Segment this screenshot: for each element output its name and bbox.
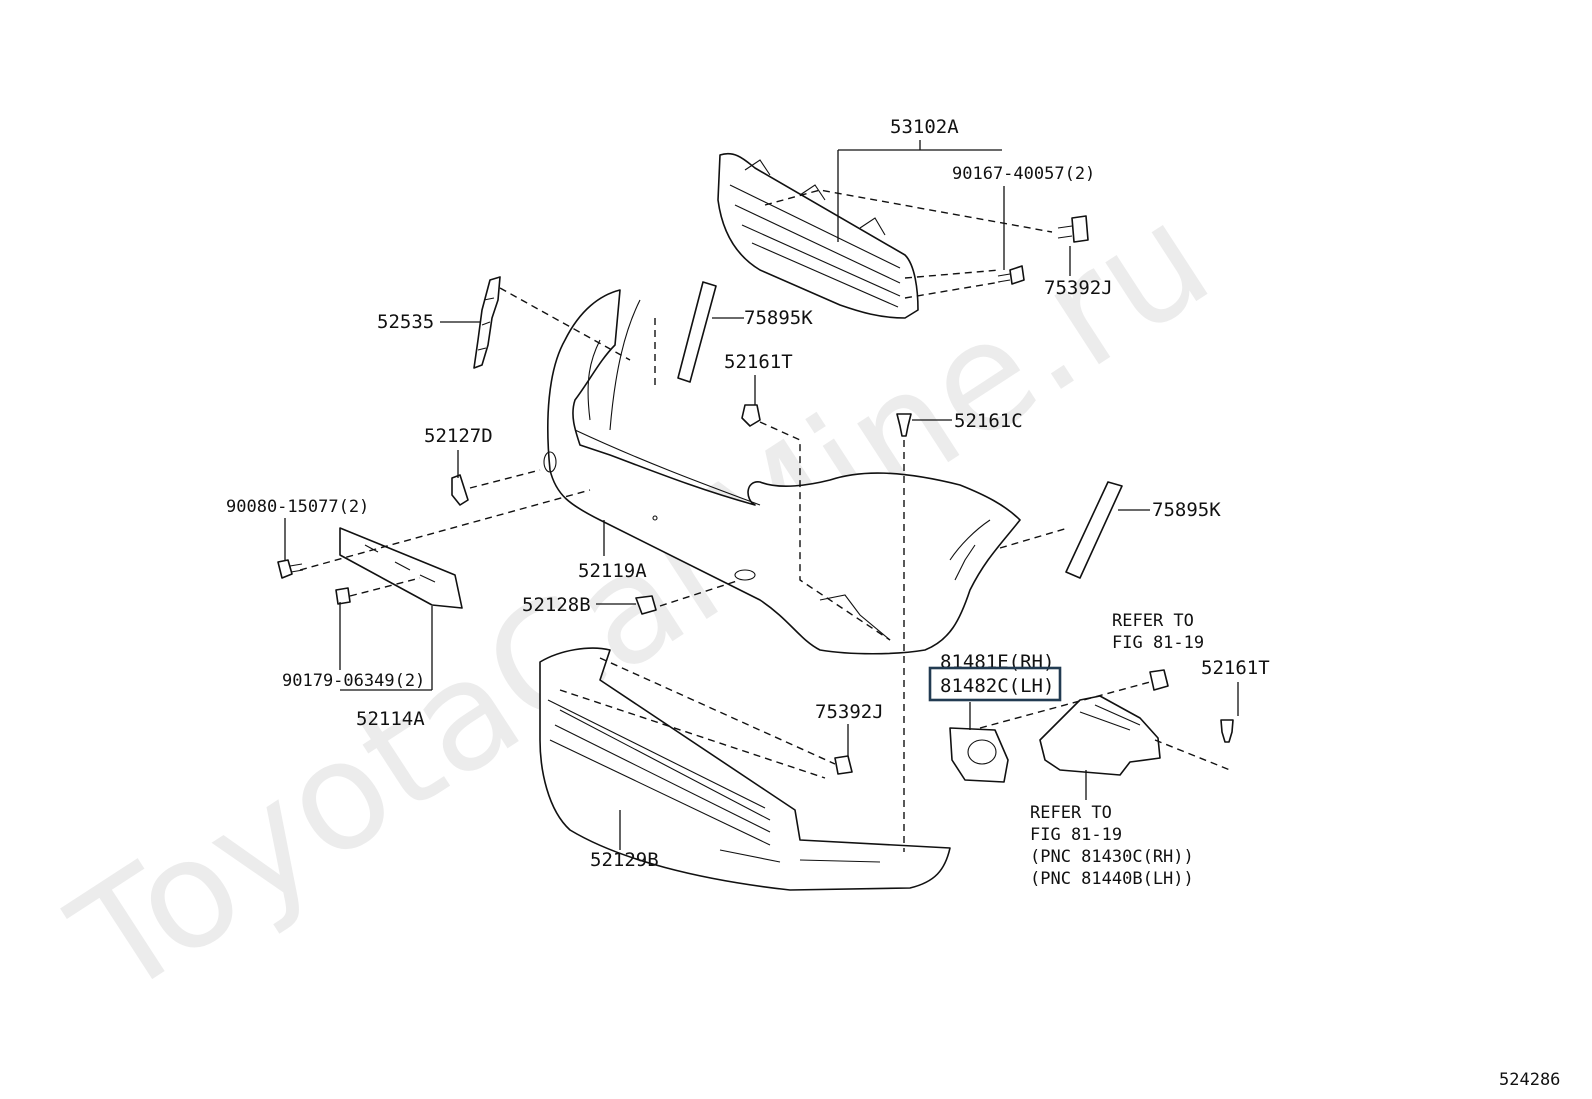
label-refer-bottom-2[interactable]: FIG 81-19 [1030, 825, 1122, 845]
label-52161T-top[interactable]: 52161T [724, 351, 793, 373]
moulding-75895K-top[interactable] [677, 281, 717, 383]
lower-spoiler-52129B[interactable] [539, 647, 951, 891]
label-75392J-bottom[interactable]: 75392J [815, 701, 884, 723]
highlight-box [928, 666, 1062, 702]
label-52114A[interactable]: 52114A [356, 708, 425, 730]
cover-52127D[interactable] [451, 474, 469, 506]
label-75895K-right[interactable]: 75895K [1152, 499, 1221, 521]
clip-75392J-bottom[interactable] [834, 755, 853, 775]
clip-75392J-top[interactable] [1057, 215, 1089, 243]
label-75392J-top[interactable]: 75392J [1044, 277, 1113, 299]
label-52119A[interactable]: 52119A [578, 560, 647, 582]
dashed-lines [299, 189, 1231, 852]
license-bracket-52114A[interactable] [339, 527, 463, 609]
label-pnc-lh[interactable]: (PNC 81440B(LH)) [1030, 869, 1194, 889]
figure-number: 524286 [1499, 1070, 1560, 1090]
label-90167-40057[interactable]: 90167-40057(2) [952, 164, 1095, 184]
moulding-75895K-right[interactable] [1065, 481, 1123, 579]
screw-90167-40057[interactable] [997, 265, 1025, 285]
fog-lamp-housing[interactable] [1039, 695, 1161, 776]
label-81481E[interactable]: 81481E(RH) [940, 651, 1054, 673]
label-52161T-right[interactable]: 52161T [1201, 657, 1270, 679]
bracket-52535[interactable] [473, 276, 501, 369]
label-52535[interactable]: 52535 [377, 311, 434, 333]
label-52128B[interactable]: 52128B [522, 594, 591, 616]
label-refer-top-1[interactable]: REFER TO [1112, 611, 1194, 631]
clip-52161C[interactable] [896, 413, 912, 437]
label-52129B[interactable]: 52129B [590, 849, 659, 871]
label-75895K-top[interactable]: 75895K [744, 307, 813, 329]
label-refer-bottom-1[interactable]: REFER TO [1030, 803, 1112, 823]
upper-grille-53102A[interactable] [717, 152, 919, 319]
cap-52128B[interactable] [635, 595, 657, 615]
clip-52161T-right[interactable] [1220, 719, 1234, 743]
fog-lamp-cover-81482C[interactable] [949, 727, 1009, 783]
label-81482C[interactable]: 81482C(LH) [940, 675, 1054, 697]
label-90179-06349[interactable]: 90179-06349(2) [282, 671, 425, 691]
screw-fog-lamp[interactable] [1149, 669, 1169, 691]
label-pnc-rh[interactable]: (PNC 81430C(RH)) [1030, 847, 1194, 867]
screw-90080-15077[interactable] [277, 559, 304, 579]
label-52161C[interactable]: 52161C [954, 410, 1023, 432]
nut-90179-06349[interactable] [335, 587, 351, 605]
label-90080-15077[interactable]: 90080-15077(2) [226, 497, 369, 517]
label-53102A[interactable]: 53102A [890, 116, 959, 138]
label-52127D[interactable]: 52127D [424, 425, 493, 447]
label-refer-top-2[interactable]: FIG 81-19 [1112, 633, 1204, 653]
part-labels: 53102A 90167-40057(2) 75392J 52535 75895… [226, 116, 1560, 1090]
leader-lines [284, 140, 1239, 850]
bumper-cover-52119A[interactable] [543, 289, 1021, 655]
